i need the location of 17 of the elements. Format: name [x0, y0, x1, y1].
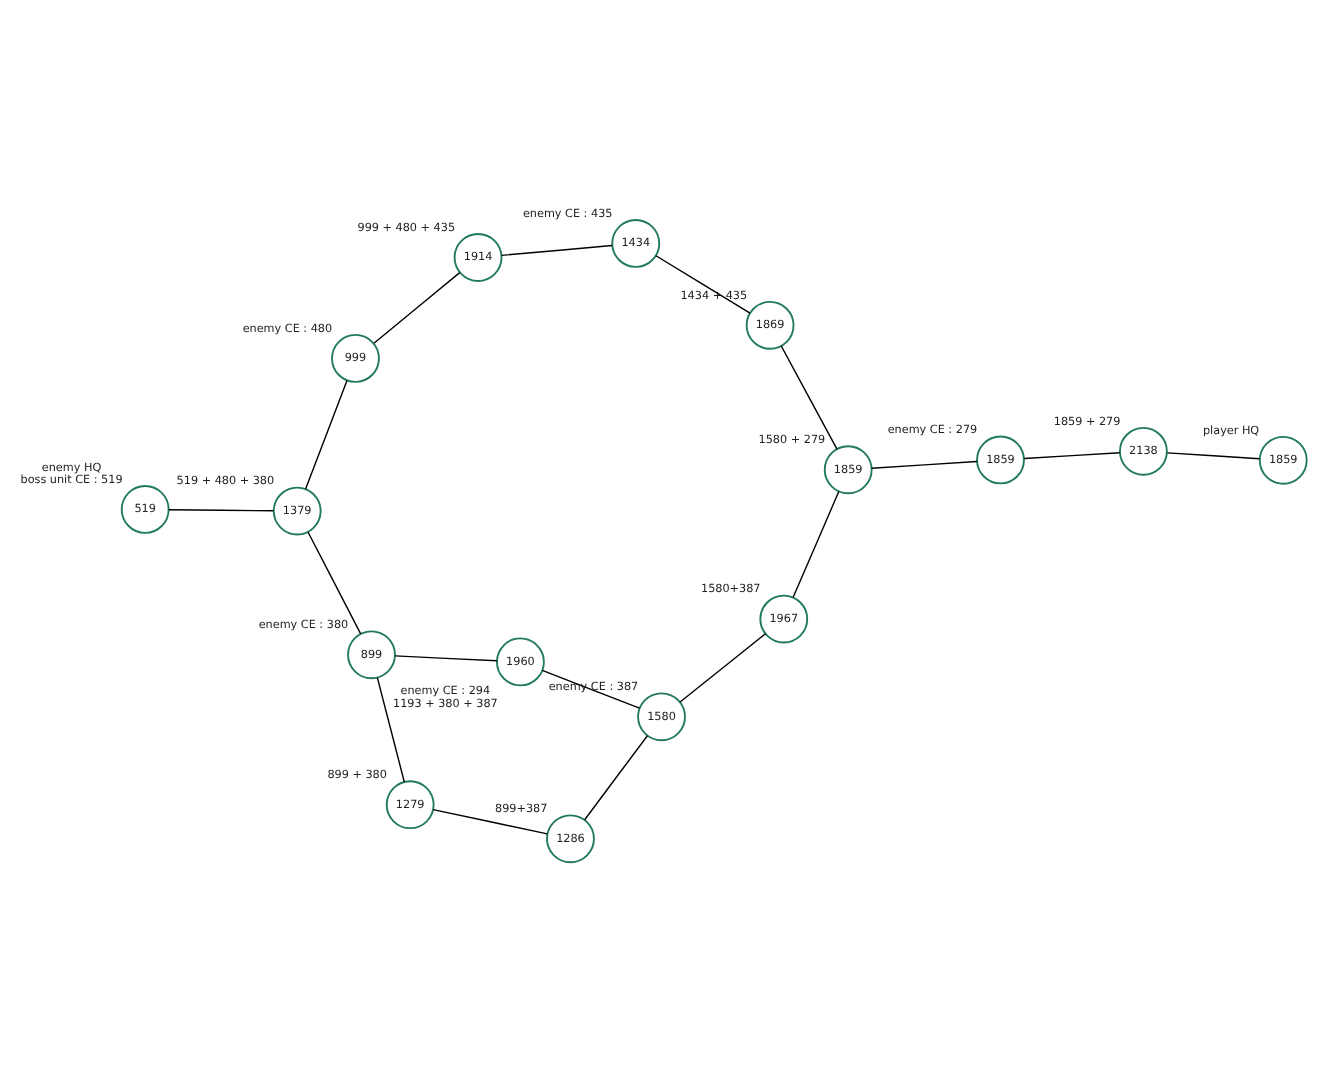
connector [1166, 452, 1261, 460]
connector [500, 244, 613, 257]
connector [870, 460, 978, 469]
connector [655, 255, 751, 314]
connector [1023, 452, 1121, 460]
connector [584, 735, 649, 821]
connector [376, 676, 405, 783]
connector [307, 531, 362, 635]
connector [792, 490, 840, 599]
connector [679, 633, 767, 703]
connector [541, 669, 641, 709]
connector [373, 271, 461, 344]
connector [394, 655, 498, 662]
connector [304, 379, 348, 490]
connector [780, 345, 838, 450]
connector [168, 509, 275, 512]
connector [432, 808, 548, 835]
